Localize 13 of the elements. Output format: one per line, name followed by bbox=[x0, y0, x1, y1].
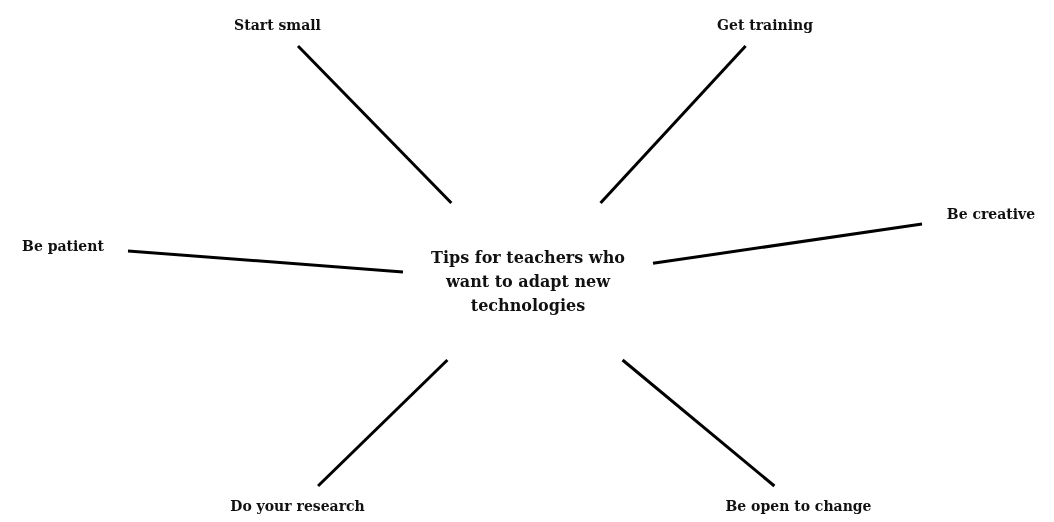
connector-line bbox=[652, 222, 923, 265]
tip-label: Do your research bbox=[230, 498, 365, 514]
connector-line bbox=[317, 358, 449, 488]
connector-line bbox=[599, 45, 747, 204]
tip-label: Be creative bbox=[946, 206, 1036, 222]
tip-label: Be patient bbox=[22, 238, 104, 254]
tip-label: Get training bbox=[717, 17, 813, 33]
connector-line bbox=[296, 44, 453, 205]
connector-line bbox=[127, 249, 404, 274]
tip-label: Start small bbox=[234, 17, 321, 33]
central-topic: Tips for teachers who want to adapt new technologies bbox=[430, 246, 626, 317]
connector-line bbox=[621, 358, 776, 488]
tip-label: Be open to change bbox=[725, 498, 872, 514]
